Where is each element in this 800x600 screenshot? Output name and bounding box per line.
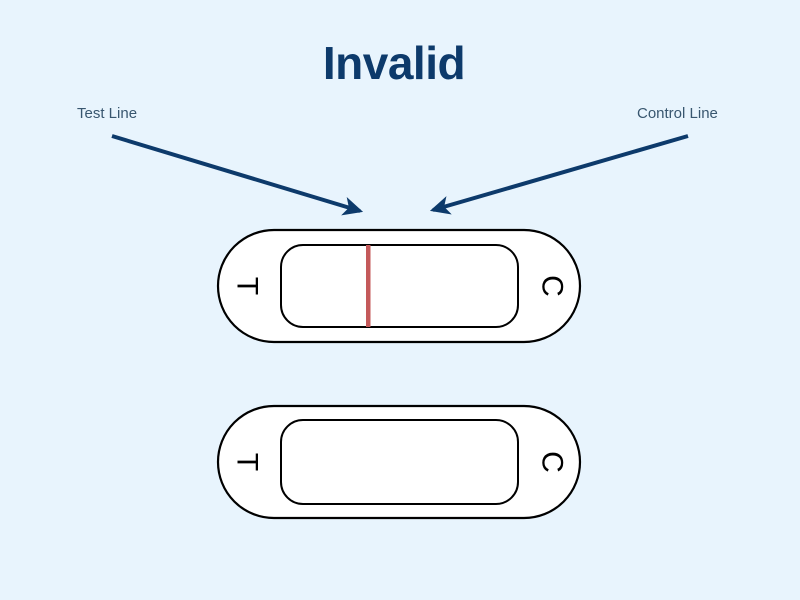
- strip-upper-window: [280, 244, 519, 328]
- strip-lower-t-letter: T: [231, 453, 264, 471]
- control-line-label: Control Line: [637, 105, 718, 122]
- strip-lower-window: [280, 419, 519, 505]
- strip-upper-t-letter: T: [231, 277, 264, 295]
- page-title: Invalid: [323, 37, 465, 89]
- test-line-arrow: [111, 134, 364, 216]
- strip-upper-c-letter: C: [536, 275, 569, 297]
- test-strip-lower[interactable]: T C: [216, 404, 582, 520]
- test-line-label: Test Line: [77, 105, 137, 122]
- strip-lower-c-letter: C: [536, 451, 569, 473]
- test-strip-upper[interactable]: T C: [216, 228, 582, 344]
- control-line-arrow: [429, 134, 689, 215]
- strip-upper-test-band: [366, 245, 371, 327]
- annotation-test-line: Test Line: [77, 105, 364, 216]
- annotation-control-line: Control Line: [429, 105, 718, 215]
